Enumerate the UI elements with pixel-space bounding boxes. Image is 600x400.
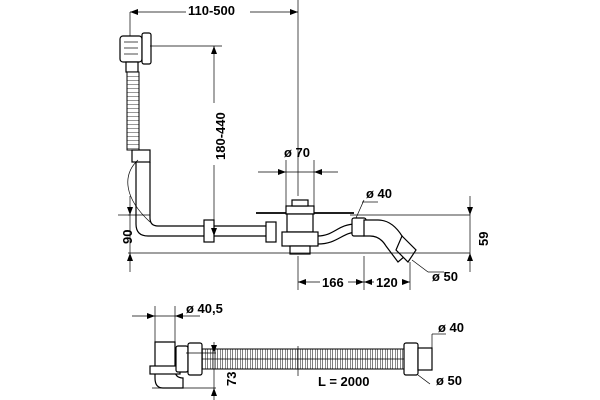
dim-label-59: 59 — [476, 232, 491, 246]
dim-label-diameter-40-top: ø 40 — [366, 186, 392, 201]
dimension-diameter-40-5: ø 40,5 — [132, 301, 223, 342]
dim-label-diameter-40-bottom: ø 40 — [438, 320, 464, 335]
dim-label-diameter-50-top: ø 50 — [432, 269, 458, 284]
dimension-110-500: 110-500 — [129, 0, 299, 196]
vertical-overflow-hose — [126, 71, 140, 151]
hose-connector — [131, 149, 151, 163]
dimension-73: 73 — [152, 342, 239, 400]
overflow-pipe — [135, 162, 272, 237]
dimension-59: 59 — [467, 196, 491, 272]
hose-outlet-connector — [403, 342, 433, 376]
dimension-166-120: 166 120 — [297, 256, 411, 290]
dimension-diameter-40-top: ø 40 — [355, 186, 392, 219]
dim-label-diameter-50-bottom: ø 50 — [436, 373, 462, 388]
dimension-180-440: 180-440 — [150, 45, 228, 236]
outlet-elbow — [351, 217, 417, 263]
dim-label-180-440: 180-440 — [213, 112, 228, 160]
dim-label-hose-length: L = 2000 — [318, 374, 369, 389]
pipe-joint-right — [265, 221, 277, 243]
dim-label-diameter-40-5: ø 40,5 — [186, 301, 223, 316]
dim-label-73: 73 — [224, 372, 239, 386]
dimension-diameter-40-bottom: ø 40 — [431, 320, 464, 348]
hose-elbow — [149, 341, 203, 389]
dim-label-110-500: 110-500 — [188, 3, 235, 18]
dimension-diameter-50-bottom: ø 50 — [417, 373, 462, 388]
hose-assembly-drawing: ø 40,5 73 L = 2000 — [132, 301, 464, 400]
drain-body — [256, 199, 359, 255]
dim-label-166: 166 — [322, 275, 344, 290]
dim-label-120: 120 — [376, 275, 398, 290]
dim-label-diameter-70: ø 70 — [284, 145, 310, 160]
dimension-diameter-50-top: ø 50 — [411, 259, 458, 284]
bowden-cable — [127, 159, 151, 223]
overflow-head — [119, 32, 152, 73]
dimension-90: 90 — [118, 196, 135, 272]
dim-label-90: 90 — [120, 230, 135, 244]
dimension-hose-length: L = 2000 — [297, 346, 369, 389]
dimension-diameter-70: ø 70 — [258, 145, 338, 206]
drain-assembly-drawing: 110-500 180-440 90 ø 70 — [118, 0, 491, 290]
